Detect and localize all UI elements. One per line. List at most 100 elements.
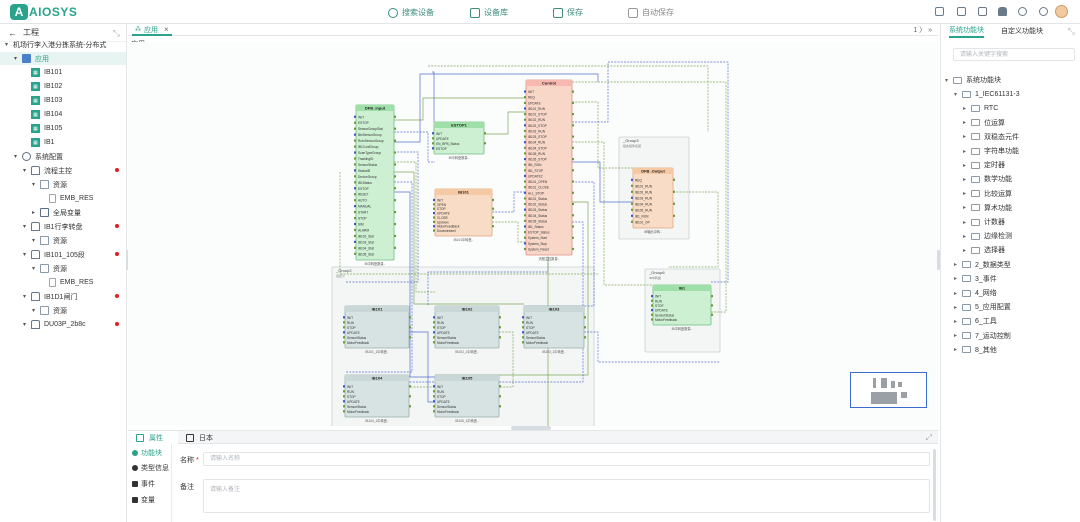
port-marker[interactable]	[572, 112, 574, 116]
port-marker[interactable]	[524, 124, 526, 127]
connection-wire[interactable]	[492, 221, 526, 243]
connection-wire[interactable]	[409, 331, 435, 403]
expand-arrow-icon[interactable]: ▸	[963, 247, 967, 254]
port-marker[interactable]	[354, 211, 356, 214]
port-marker[interactable]	[433, 203, 435, 206]
port-marker[interactable]	[522, 336, 524, 339]
port-marker[interactable]	[394, 115, 396, 118]
port-marker[interactable]	[433, 326, 435, 329]
user-avatar[interactable]	[1055, 5, 1068, 18]
expand-arrow-icon[interactable]: ▸	[954, 262, 958, 269]
expand-arrow-icon[interactable]: ▸	[954, 290, 958, 297]
bell-icon[interactable]	[998, 7, 1007, 16]
expand-arrow-icon[interactable]: ▾	[5, 42, 9, 48]
port-marker[interactable]	[492, 216, 494, 219]
connection-wire[interactable]	[345, 331, 514, 388]
port-marker[interactable]	[524, 101, 526, 104]
port-marker[interactable]	[524, 169, 526, 172]
expand-arrow-icon[interactable]: ▸	[963, 162, 967, 169]
dashboard-icon[interactable]	[957, 7, 966, 16]
port-marker[interactable]	[524, 118, 526, 121]
port-marker[interactable]	[524, 163, 526, 166]
port-marker[interactable]	[432, 132, 434, 135]
port-marker[interactable]	[343, 405, 345, 408]
library-tree-node[interactable]: ▸边缘检测	[963, 230, 1012, 242]
port-marker[interactable]	[631, 190, 633, 193]
port-marker[interactable]	[394, 127, 396, 130]
tree-node[interactable]: ▦IB103	[23, 94, 62, 107]
device-library-button[interactable]: 设备库	[470, 6, 508, 19]
tree-node[interactable]: ▾资源	[32, 178, 67, 191]
port-marker[interactable]	[409, 316, 411, 319]
tree-node[interactable]: ▾资源	[32, 304, 67, 317]
port-marker[interactable]	[394, 222, 396, 226]
port-marker[interactable]	[354, 216, 356, 220]
connection-wire[interactable]	[345, 181, 413, 373]
port-marker[interactable]	[354, 127, 356, 130]
library-tree-node[interactable]: ▾系统功能块	[945, 74, 1001, 86]
port-marker[interactable]	[572, 135, 574, 138]
library-tree-node[interactable]: ▸定时器	[963, 159, 1005, 171]
tree-node[interactable]: ▾流程主控	[23, 164, 72, 177]
port-marker[interactable]	[394, 151, 396, 154]
port-marker[interactable]	[343, 321, 345, 324]
port-marker[interactable]	[409, 326, 411, 329]
port-marker[interactable]	[433, 220, 435, 223]
collapse-panel-icon[interactable]: ⤡	[112, 28, 120, 38]
port-marker[interactable]	[524, 236, 526, 239]
port-marker[interactable]	[572, 146, 574, 149]
minimap[interactable]	[850, 372, 927, 408]
expand-arrow-icon[interactable]: ▾	[23, 322, 27, 328]
port-marker[interactable]	[524, 219, 526, 222]
tab-application[interactable]: ⁂ 应用 ×	[132, 25, 172, 36]
expand-arrow-icon[interactable]: ▸	[963, 191, 967, 198]
tab-properties[interactable]: 属性	[128, 431, 178, 444]
port-marker[interactable]	[499, 395, 501, 398]
port-marker[interactable]	[631, 214, 633, 217]
connection-wire[interactable]	[492, 191, 526, 213]
port-marker[interactable]	[433, 385, 435, 388]
port-marker[interactable]	[572, 180, 574, 183]
port-marker[interactable]	[354, 145, 356, 148]
expand-arrow-icon[interactable]: ▾	[32, 238, 36, 244]
port-marker[interactable]	[394, 139, 396, 142]
port-marker[interactable]	[522, 341, 524, 344]
port-marker[interactable]	[343, 390, 345, 393]
connection-wire[interactable]	[572, 161, 633, 203]
port-marker[interactable]	[499, 336, 501, 339]
port-marker[interactable]	[524, 202, 526, 206]
port-marker[interactable]	[524, 231, 526, 234]
port-marker[interactable]	[343, 410, 345, 413]
expand-arrow-icon[interactable]: ▾	[23, 168, 27, 174]
port-marker[interactable]	[631, 220, 633, 223]
expand-arrow-icon[interactable]: ▾	[14, 56, 18, 62]
port-marker[interactable]	[524, 214, 526, 217]
port-marker[interactable]	[394, 211, 396, 214]
port-marker[interactable]	[484, 132, 486, 135]
port-marker[interactable]	[522, 321, 524, 324]
port-marker[interactable]	[524, 129, 526, 133]
port-marker[interactable]	[524, 90, 526, 93]
port-marker[interactable]	[711, 295, 713, 298]
port-marker[interactable]	[409, 336, 411, 339]
port-marker[interactable]	[651, 304, 653, 307]
port-marker[interactable]	[524, 135, 526, 138]
port-marker[interactable]	[433, 400, 435, 403]
tab-log[interactable]: 日本	[178, 431, 238, 444]
port-marker[interactable]	[524, 247, 526, 251]
port-marker[interactable]	[572, 214, 574, 217]
library-tree-node[interactable]: ▸2_数据类型	[954, 259, 1011, 271]
port-marker[interactable]	[631, 196, 633, 199]
port-marker[interactable]	[409, 385, 411, 388]
port-marker[interactable]	[499, 405, 501, 408]
port-marker[interactable]	[524, 152, 526, 155]
port-marker[interactable]	[499, 326, 501, 329]
right-resize-handle[interactable]	[937, 250, 940, 270]
port-marker[interactable]	[572, 202, 574, 206]
port-marker[interactable]	[584, 326, 586, 329]
port-marker[interactable]	[522, 326, 524, 329]
port-marker[interactable]	[433, 410, 435, 413]
port-marker[interactable]	[572, 157, 574, 161]
port-marker[interactable]	[343, 326, 345, 329]
connection-wire[interactable]	[394, 73, 599, 143]
